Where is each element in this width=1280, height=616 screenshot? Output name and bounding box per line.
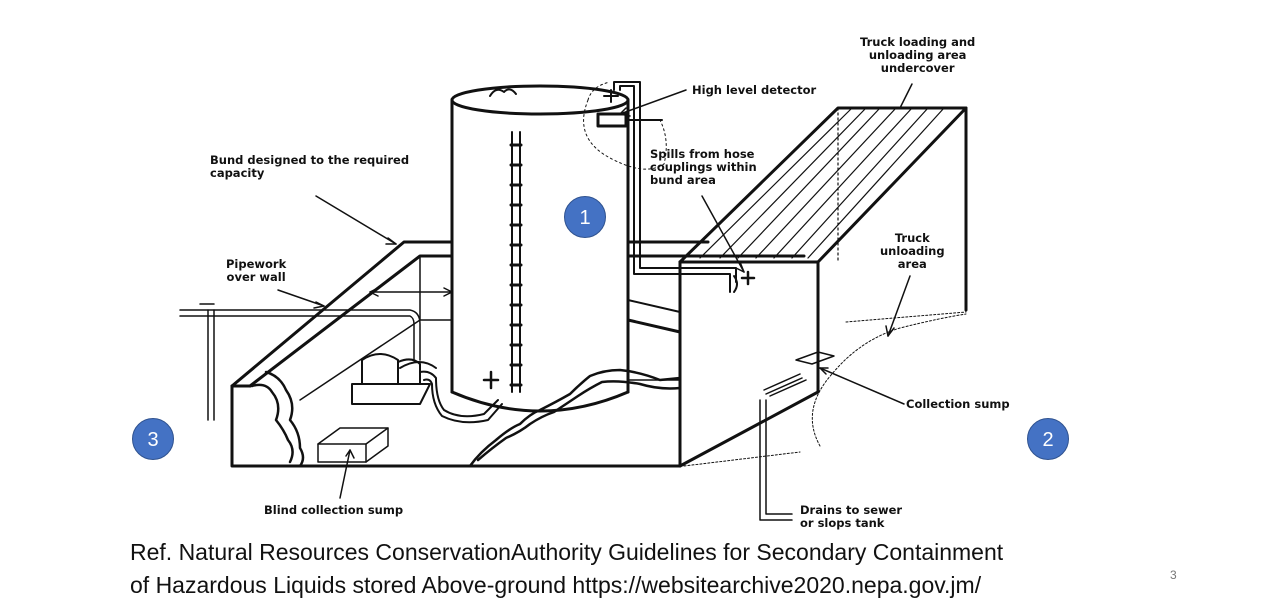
slide-number: 3 <box>1170 568 1177 582</box>
tank-ladder-rungs <box>509 143 523 387</box>
leader-lines <box>277 83 913 499</box>
blind-collection-sump <box>317 427 389 463</box>
bund-floor <box>299 255 681 401</box>
label-blind-collection-sump: Blind collection sump <box>264 503 404 517</box>
cutaway-edge <box>250 368 682 468</box>
label-collection-sump: Collection sump <box>906 397 1010 411</box>
truck-canopy <box>678 106 968 394</box>
badge-3: 3 <box>132 418 174 460</box>
badge-2: 2 <box>1027 418 1069 460</box>
pipework-over-wall <box>179 303 421 421</box>
pump <box>351 353 503 424</box>
detector-zone-outline <box>583 81 667 170</box>
badge-1: 1 <box>564 196 606 238</box>
canopy-hatching <box>699 107 945 263</box>
unloading-area-ground <box>683 311 967 467</box>
reference-citation: Ref. Natural Resources ConservationAutho… <box>130 539 1004 598</box>
collection-sump <box>759 351 835 521</box>
detector-pipework <box>596 81 756 293</box>
storage-tank <box>450 84 630 413</box>
label-high-level-detector: High level detector <box>692 83 817 97</box>
tank-outlet <box>482 370 500 390</box>
